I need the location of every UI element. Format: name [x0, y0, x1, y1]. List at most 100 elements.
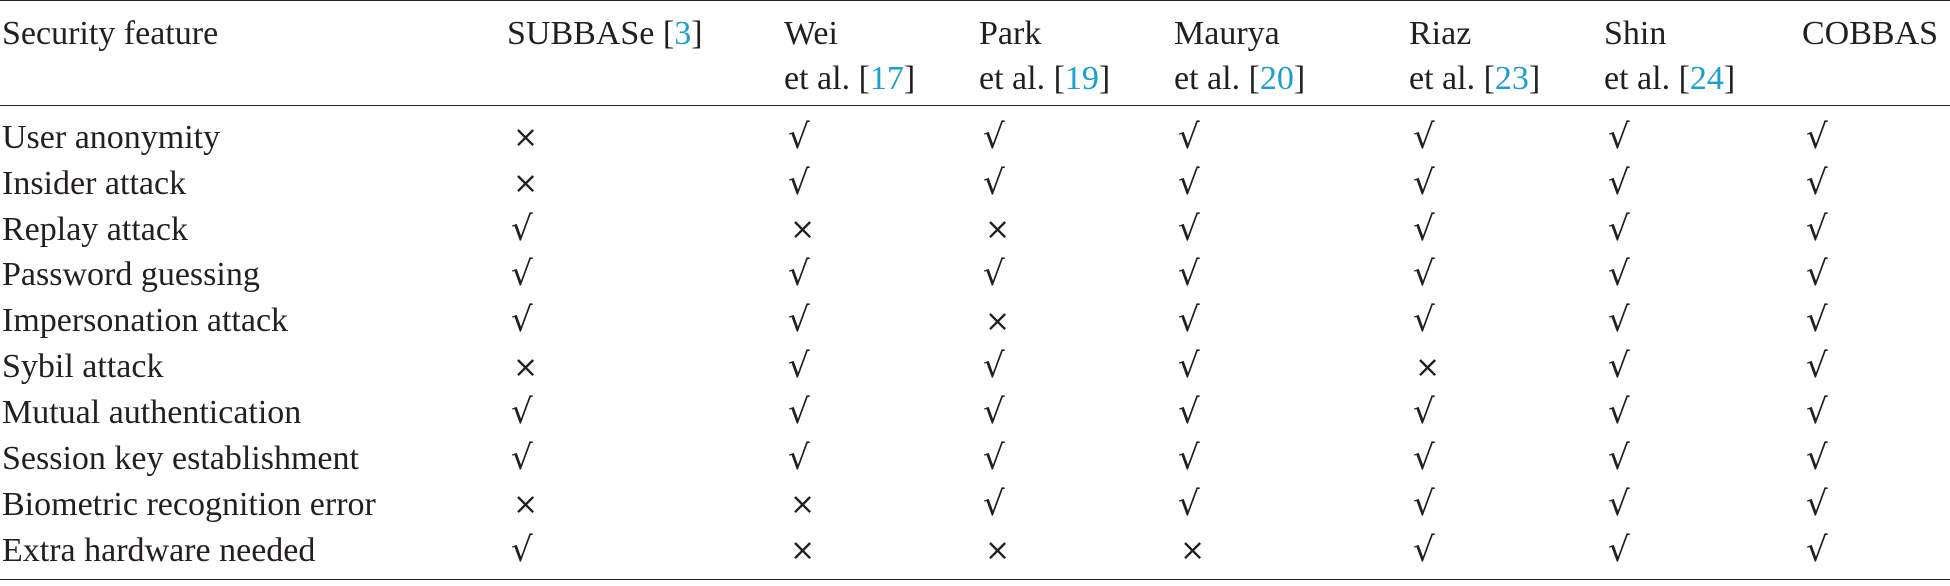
check-mark-icon: √: [1413, 529, 1435, 570]
cell-supported: √: [1172, 298, 1407, 344]
cell-supported: √: [1407, 436, 1602, 482]
cell-not-supported: ×: [977, 206, 1172, 252]
cell-supported: √: [977, 344, 1172, 390]
check-mark-icon: √: [1178, 483, 1200, 524]
check-mark-icon: √: [983, 392, 1005, 433]
header-riaz: Riaz et al. [23]: [1407, 0, 1602, 106]
cross-mark-icon: ×: [790, 533, 816, 569]
check-mark-icon: √: [1608, 529, 1630, 570]
cell-not-supported: ×: [782, 206, 977, 252]
cell-not-supported: ×: [1172, 527, 1407, 581]
check-mark-icon: √: [511, 254, 533, 295]
cell-supported: √: [1602, 390, 1800, 436]
header-park: Park et al. [19]: [977, 0, 1172, 106]
cell-supported: √: [1800, 436, 1950, 482]
cell-supported: √: [977, 436, 1172, 482]
check-mark-icon: √: [1608, 437, 1630, 478]
cell-supported: √: [505, 252, 782, 298]
check-mark-icon: √: [1178, 254, 1200, 295]
row-feature-label: Impersonation attack: [2, 302, 289, 340]
check-mark-icon: √: [1806, 529, 1828, 570]
cross-mark-icon: ×: [513, 349, 539, 385]
header-cobbas: COBBAS: [1800, 0, 1950, 106]
check-mark-icon: √: [983, 162, 1005, 203]
header-label: Maurya: [1174, 15, 1280, 52]
row-feature-label: Biometric recognition error: [2, 485, 376, 523]
check-mark-icon: √: [1413, 116, 1435, 157]
table-row: Replay attack√××√√√√: [0, 206, 1950, 252]
row-feature-label: Password guessing: [2, 256, 260, 294]
citation-link[interactable]: 24: [1689, 60, 1724, 97]
header-shin: Shin et al. [24]: [1602, 0, 1800, 106]
row-feature-label: Sybil attack: [2, 348, 164, 386]
cell-supported: √: [1800, 106, 1950, 161]
check-mark-icon: √: [788, 437, 810, 478]
citation-link[interactable]: 19: [1064, 60, 1099, 97]
cell-not-supported: ×: [505, 160, 782, 206]
check-mark-icon: √: [788, 300, 810, 341]
check-mark-icon: √: [788, 162, 810, 203]
table-row: User anonymity×√√√√√√: [0, 106, 1950, 161]
cell-supported: √: [782, 436, 977, 482]
header-label: Riaz: [1409, 15, 1472, 52]
check-mark-icon: √: [1806, 437, 1828, 478]
cross-mark-icon: ×: [790, 212, 816, 247]
cell-not-supported: ×: [977, 298, 1172, 344]
check-mark-icon: √: [1413, 162, 1435, 203]
check-mark-icon: √: [1608, 346, 1630, 387]
header-label-line2: et al.: [784, 60, 851, 97]
table-row: Password guessing√√√√√√√: [0, 252, 1950, 298]
check-mark-icon: √: [1806, 116, 1828, 157]
cell-supported: √: [1602, 160, 1800, 206]
check-mark-icon: √: [788, 116, 810, 157]
check-mark-icon: √: [1413, 300, 1435, 341]
cell-supported: √: [1172, 481, 1407, 527]
citation-link[interactable]: 17: [869, 60, 904, 97]
cell-supported: √: [782, 160, 977, 206]
cell-supported: √: [1800, 252, 1950, 298]
check-mark-icon: √: [1608, 254, 1630, 295]
citation-link[interactable]: 3: [674, 15, 692, 52]
row-feature-label: User anonymity: [2, 118, 221, 156]
header-label-line2: et al.: [1604, 60, 1671, 97]
cell-supported: √: [977, 481, 1172, 527]
table-row: Insider attack×√√√√√√: [0, 160, 1950, 206]
citation-link[interactable]: 23: [1494, 60, 1529, 97]
check-mark-icon: √: [1413, 254, 1435, 295]
check-mark-icon: √: [983, 254, 1005, 295]
table-row: Extra hardware needed√×××√√√: [0, 527, 1950, 581]
cell-supported: √: [505, 390, 782, 436]
cell-supported: √: [1602, 344, 1800, 390]
header-row: Security feature SUBBASe [3] Wei et al. …: [0, 0, 1950, 106]
cell-supported: √: [1172, 436, 1407, 482]
cell-supported: √: [782, 252, 977, 298]
cell-not-supported: ×: [505, 481, 782, 527]
table-row: Sybil attack×√√√×√√: [0, 344, 1950, 390]
header-label-line2: et al.: [979, 60, 1046, 97]
cell-supported: √: [1602, 527, 1800, 581]
cross-mark-icon: ×: [1415, 349, 1441, 385]
cell-supported: √: [1602, 252, 1800, 298]
check-mark-icon: √: [1806, 208, 1828, 249]
table-body: User anonymity×√√√√√√Insider attack×√√√√…: [0, 106, 1950, 581]
check-mark-icon: √: [1806, 346, 1828, 387]
header-security-feature: Security feature: [0, 0, 505, 106]
cell-supported: √: [1407, 106, 1602, 161]
cell-supported: √: [1172, 160, 1407, 206]
table-row: Session key establishment√√√√√√√: [0, 436, 1950, 482]
row-feature-label: Insider attack: [2, 164, 187, 202]
cell-not-supported: ×: [977, 527, 1172, 581]
cell-supported: √: [977, 390, 1172, 436]
row-feature-label: Extra hardware needed: [0, 527, 505, 581]
check-mark-icon: √: [1178, 346, 1200, 387]
header-subbase: SUBBASe [3]: [505, 0, 782, 106]
header-label-line2: et al.: [1409, 60, 1476, 97]
cross-mark-icon: ×: [985, 533, 1011, 569]
check-mark-icon: √: [1806, 254, 1828, 295]
check-mark-icon: √: [1608, 208, 1630, 249]
check-mark-icon: √: [1413, 392, 1435, 433]
cell-supported: √: [1800, 344, 1950, 390]
row-feature-label: Mutual authentication: [2, 394, 302, 432]
citation-link[interactable]: 20: [1259, 60, 1294, 97]
